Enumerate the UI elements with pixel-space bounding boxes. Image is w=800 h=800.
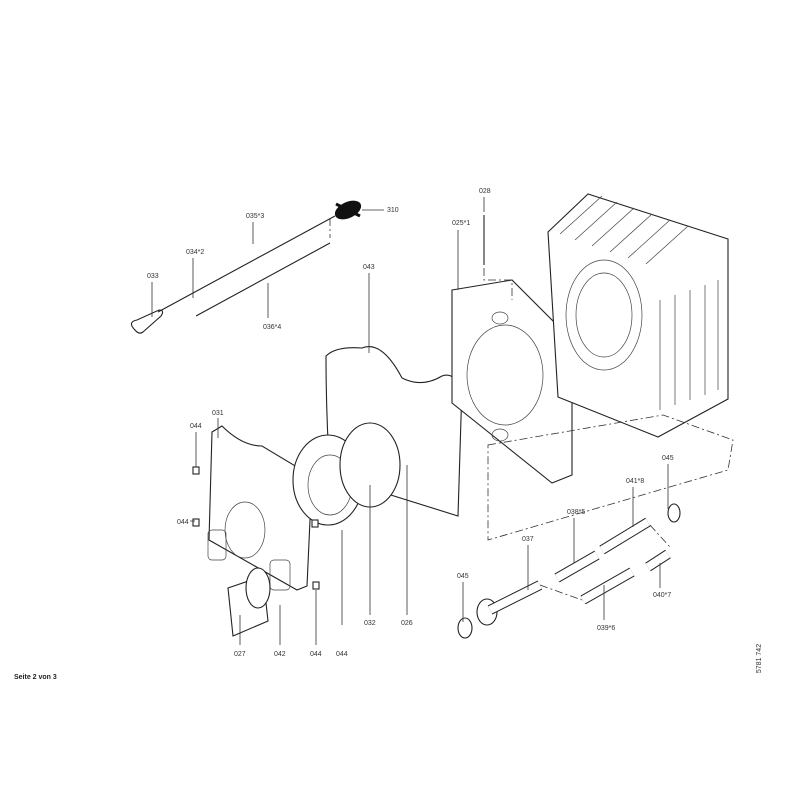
clip-044 [192,466,200,475]
burner-door-025 [451,279,573,484]
heat-exchanger-block [547,193,729,438]
clip-044 [311,519,319,528]
label-045: 045 [457,573,469,580]
page-indicator: Seite 2 von 3 [14,674,57,681]
label-027: 027 [234,651,246,658]
label-043: 043 [363,264,375,271]
label-034: 034*2 [186,249,204,256]
brush-310 [334,200,362,220]
label-044: 044 [310,651,322,658]
label-044: 044 [190,423,202,430]
seal-045 [457,617,473,639]
label-041: 041*8 [626,478,644,485]
label-040: 040*7 [653,592,671,599]
clip-044 [312,581,320,590]
handle-033 [130,309,164,334]
rod-036 [195,242,331,317]
label-031: 031 [212,410,224,417]
leader-lines [151,197,669,645]
rod-034-035 [157,215,336,313]
label-025: 025*1 [452,220,470,227]
label-038: 038*5 [567,509,585,516]
clip-044 [192,518,200,527]
label-310: 310 [387,207,399,214]
front-panel-031 [207,425,313,591]
label-037: 037 [522,536,534,543]
label-042: 042 [274,651,286,658]
label-039: 039*6 [597,625,615,632]
seal-045 [667,503,681,523]
label-036: 036*4 [263,324,281,331]
label-044: 044 [336,651,348,658]
label-045: 045 [662,455,674,462]
label-035: 035*3 [246,213,264,220]
label-033: 033 [147,273,159,280]
burner-tubes [457,503,681,639]
gasket-042 [245,567,271,609]
part-labels: 310 035*3 034*2 033 036*4 043 028 025*1 … [147,188,674,658]
document-number: 5781 742 [756,643,764,674]
cleaning-brush-set [130,200,362,334]
label-032: 032 [364,620,376,627]
label-044: 044 [177,519,189,526]
label-028: 028 [479,188,491,195]
label-026: 026 [401,620,413,627]
